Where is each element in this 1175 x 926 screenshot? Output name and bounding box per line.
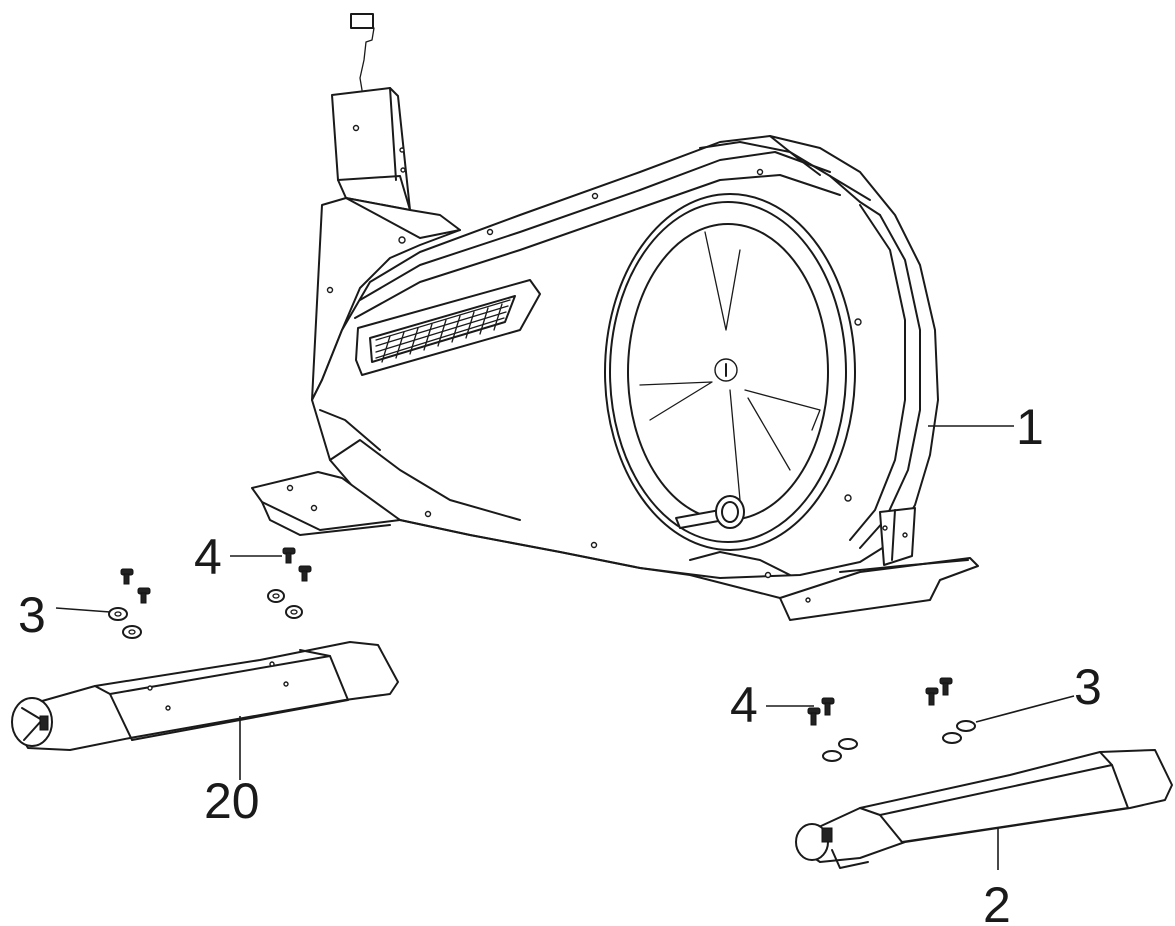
washer-icon bbox=[956, 720, 976, 732]
rear-stabilizer bbox=[11, 641, 399, 751]
leader-3-right bbox=[975, 695, 1075, 723]
washer-icon bbox=[267, 589, 285, 603]
end-cap bbox=[11, 697, 53, 747]
bolt-icon bbox=[137, 587, 151, 604]
washer-icon bbox=[838, 738, 858, 750]
end-cap-wheel bbox=[39, 715, 49, 731]
console-cable bbox=[354, 19, 375, 91]
bolt-icon bbox=[298, 565, 312, 582]
callout-part-1: 1 bbox=[1016, 399, 1044, 455]
vent-grille bbox=[355, 279, 541, 376]
front-upright-tab bbox=[879, 507, 916, 566]
main-frame bbox=[251, 13, 979, 621]
washer-icon bbox=[942, 732, 962, 744]
bolt-icon bbox=[282, 547, 296, 564]
washer-icon bbox=[822, 750, 842, 762]
bolt-icon bbox=[821, 697, 835, 716]
leader-3-left bbox=[55, 607, 111, 613]
front-stabilizer bbox=[795, 749, 1173, 869]
bolt-icon bbox=[925, 687, 939, 706]
callout-part-4-right: 4 bbox=[730, 677, 758, 733]
bolts-left-group bbox=[108, 547, 312, 639]
callout-part-2: 2 bbox=[983, 877, 1011, 926]
console-mast bbox=[331, 87, 411, 211]
washer-icon bbox=[108, 607, 128, 621]
cable-connector bbox=[350, 13, 374, 29]
callout-part-3-right: 3 bbox=[1074, 659, 1102, 715]
front-base-plate bbox=[779, 557, 979, 621]
crank-boss bbox=[715, 495, 745, 529]
washer-icon bbox=[122, 625, 142, 639]
stabilizer-body-front bbox=[799, 749, 1173, 863]
callout-part-20: 20 bbox=[204, 773, 260, 829]
bolt-icon bbox=[120, 568, 134, 585]
washer-icon bbox=[285, 605, 303, 619]
flywheel-spokes bbox=[639, 231, 821, 501]
bolt-icon bbox=[807, 707, 821, 726]
callout-part-4-left: 4 bbox=[194, 529, 222, 585]
vent-mesh bbox=[375, 299, 511, 363]
leader-lines bbox=[55, 425, 1075, 870]
end-cap-wheel-front bbox=[821, 827, 833, 843]
callout-part-3-left: 3 bbox=[18, 587, 46, 643]
bolts-right-group bbox=[807, 677, 976, 762]
stabilizer-body bbox=[13, 641, 399, 751]
bolt-icon bbox=[939, 677, 953, 696]
